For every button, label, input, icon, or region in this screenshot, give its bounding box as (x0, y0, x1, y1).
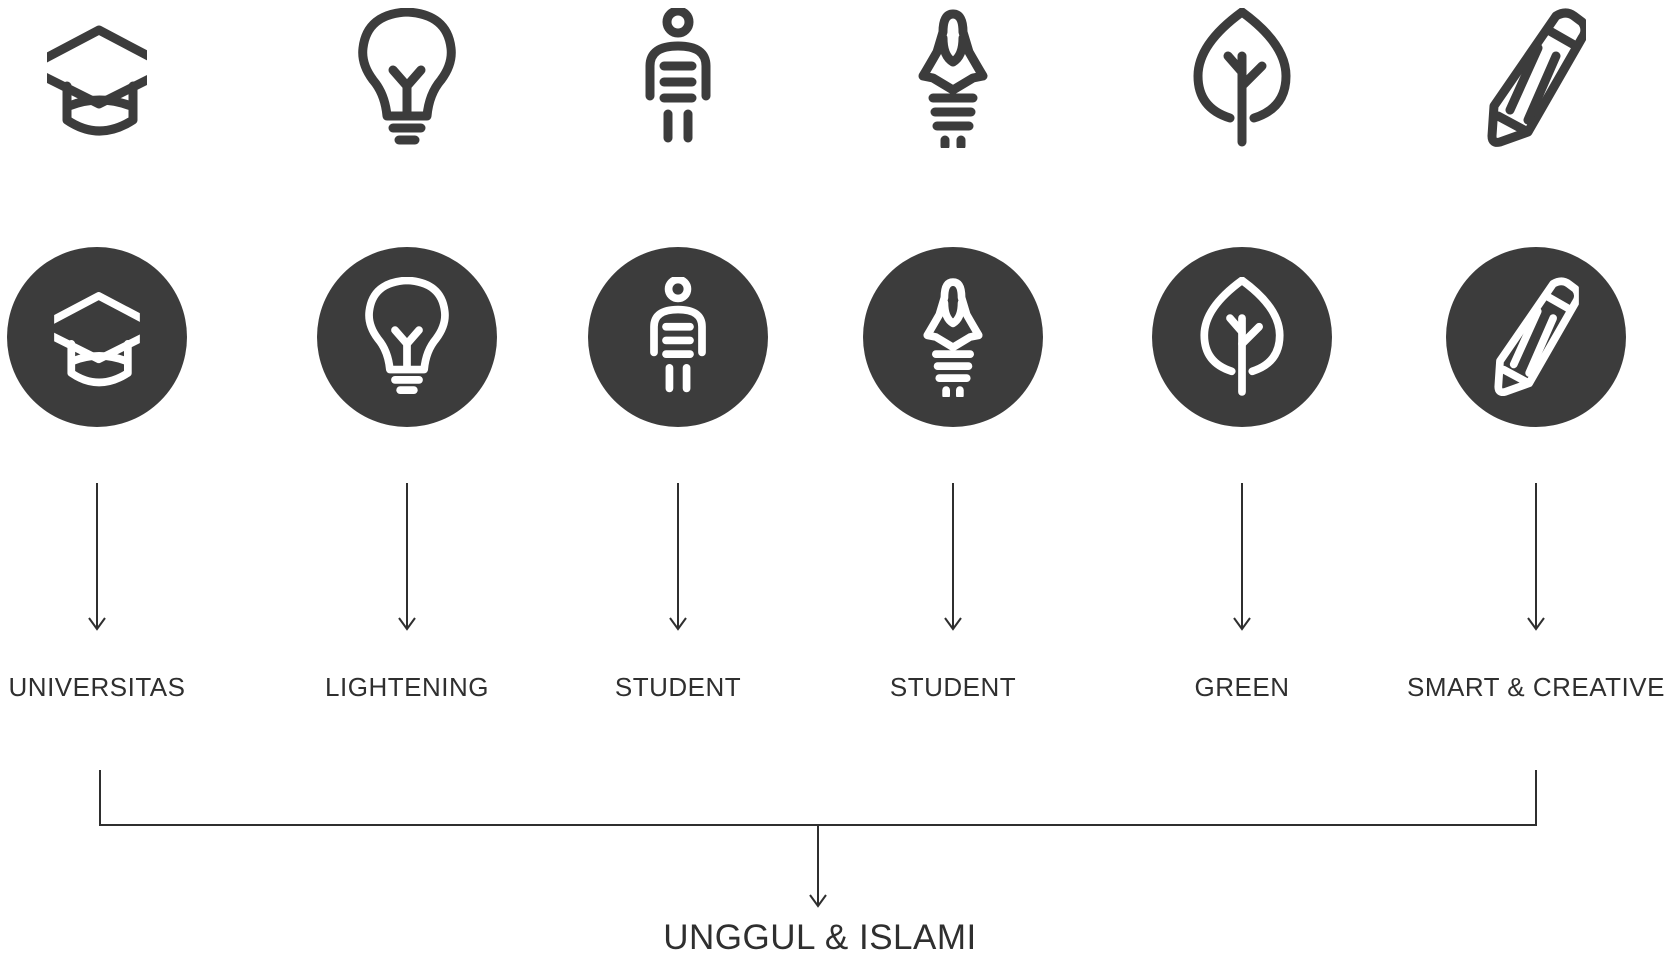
graduation-cap-circle (7, 247, 187, 427)
male-student-circle (588, 247, 768, 427)
down-arrow (669, 483, 687, 631)
item-student-male: STUDENT (548, 0, 808, 702)
down-arrow (1527, 483, 1545, 631)
lightbulb-circle (317, 247, 497, 427)
down-arrow (1233, 483, 1251, 631)
item-label: STUDENT (614, 672, 742, 702)
female-student-icon (903, 277, 1003, 397)
item-green: GREEN (1112, 0, 1372, 702)
item-label: SMART & CREATIVE (1407, 672, 1665, 702)
leaf-circle (1152, 247, 1332, 427)
lightbulb-icon (357, 8, 457, 148)
result-label: UNGGUL & ISLAMI (663, 918, 977, 957)
item-smart-creative: SMART & CREATIVE (1406, 0, 1666, 702)
item-lightening: LIGHTENING (277, 0, 537, 702)
down-arrow (944, 483, 962, 631)
male-student-icon (628, 8, 728, 148)
pencil-icon (1486, 277, 1586, 397)
female-student-circle (863, 247, 1043, 427)
leaf-icon (1192, 8, 1292, 148)
item-label: GREEN (1194, 672, 1290, 702)
pencil-circle (1446, 247, 1626, 427)
item-label: LIGHTENING (325, 672, 489, 702)
item-universitas: UNIVERSITAS (0, 0, 227, 702)
item-label: STUDENT (889, 672, 1017, 702)
lightbulb-icon (357, 277, 457, 397)
item-label: UNIVERSITAS (8, 672, 186, 702)
male-student-icon (628, 277, 728, 397)
down-arrow (88, 483, 106, 631)
item-student-female: STUDENT (823, 0, 1083, 702)
down-arrow (398, 483, 416, 631)
female-student-icon (903, 8, 1003, 148)
leaf-icon (1192, 277, 1292, 397)
pencil-icon (1486, 8, 1586, 148)
graduation-cap-icon (47, 8, 147, 148)
graduation-cap-icon (47, 277, 147, 397)
